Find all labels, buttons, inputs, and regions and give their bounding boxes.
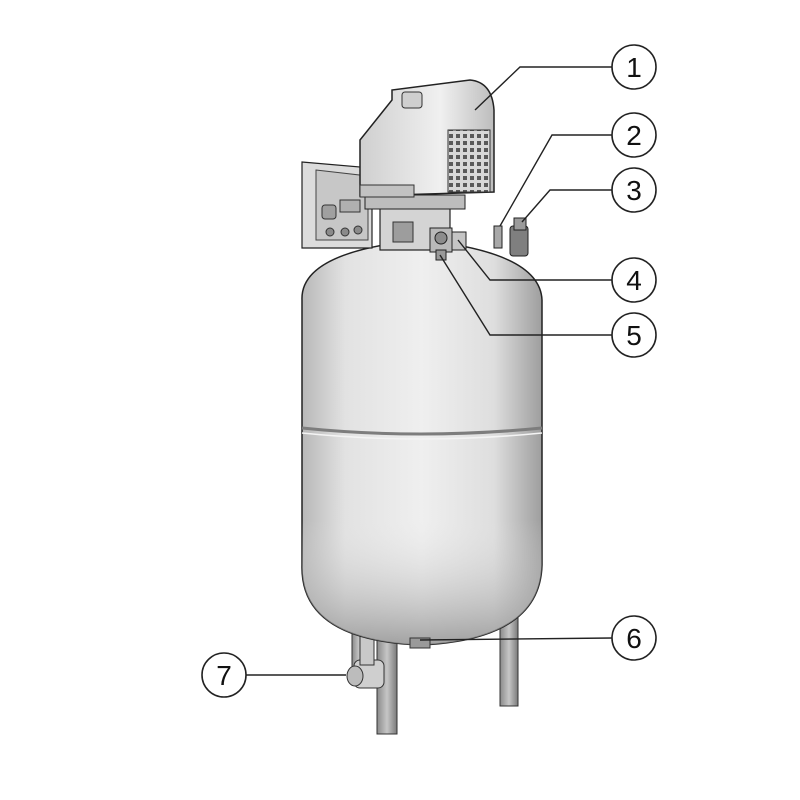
motor-grille	[447, 129, 491, 193]
pump-mount	[364, 194, 466, 251]
leader-lines	[246, 66, 613, 676]
callout-4-label: 4	[626, 265, 642, 296]
callout-1: 1	[611, 44, 657, 90]
callout-5-label: 5	[626, 320, 642, 351]
air-tank	[301, 239, 543, 649]
outlet-fittings	[493, 217, 529, 257]
callout-1-label: 1	[626, 52, 642, 83]
leader-line-2	[499, 134, 612, 227]
callout-4: 4	[611, 257, 657, 303]
tank-seam	[301, 426, 543, 436]
callout-2: 2	[611, 112, 657, 158]
callout-5: 5	[611, 312, 657, 358]
callout-6: 6	[611, 615, 657, 661]
outlet-2	[493, 225, 503, 249]
callout-7: 7	[201, 652, 247, 698]
callout-7-label: 7	[216, 660, 232, 691]
leader-line-5	[439, 254, 612, 336]
motor-cover	[359, 79, 495, 198]
leader-line-3	[521, 189, 612, 223]
bottom-fitting	[409, 637, 431, 649]
leader-line-4	[457, 239, 612, 281]
callout-3-label: 3	[626, 175, 642, 206]
callout-2-label: 2	[626, 120, 642, 151]
callout-3: 3	[611, 167, 657, 213]
leader-line-6	[419, 637, 613, 641]
callout-6-label: 6	[626, 623, 642, 654]
control-panel	[301, 161, 373, 249]
leader-line-1	[474, 66, 612, 111]
